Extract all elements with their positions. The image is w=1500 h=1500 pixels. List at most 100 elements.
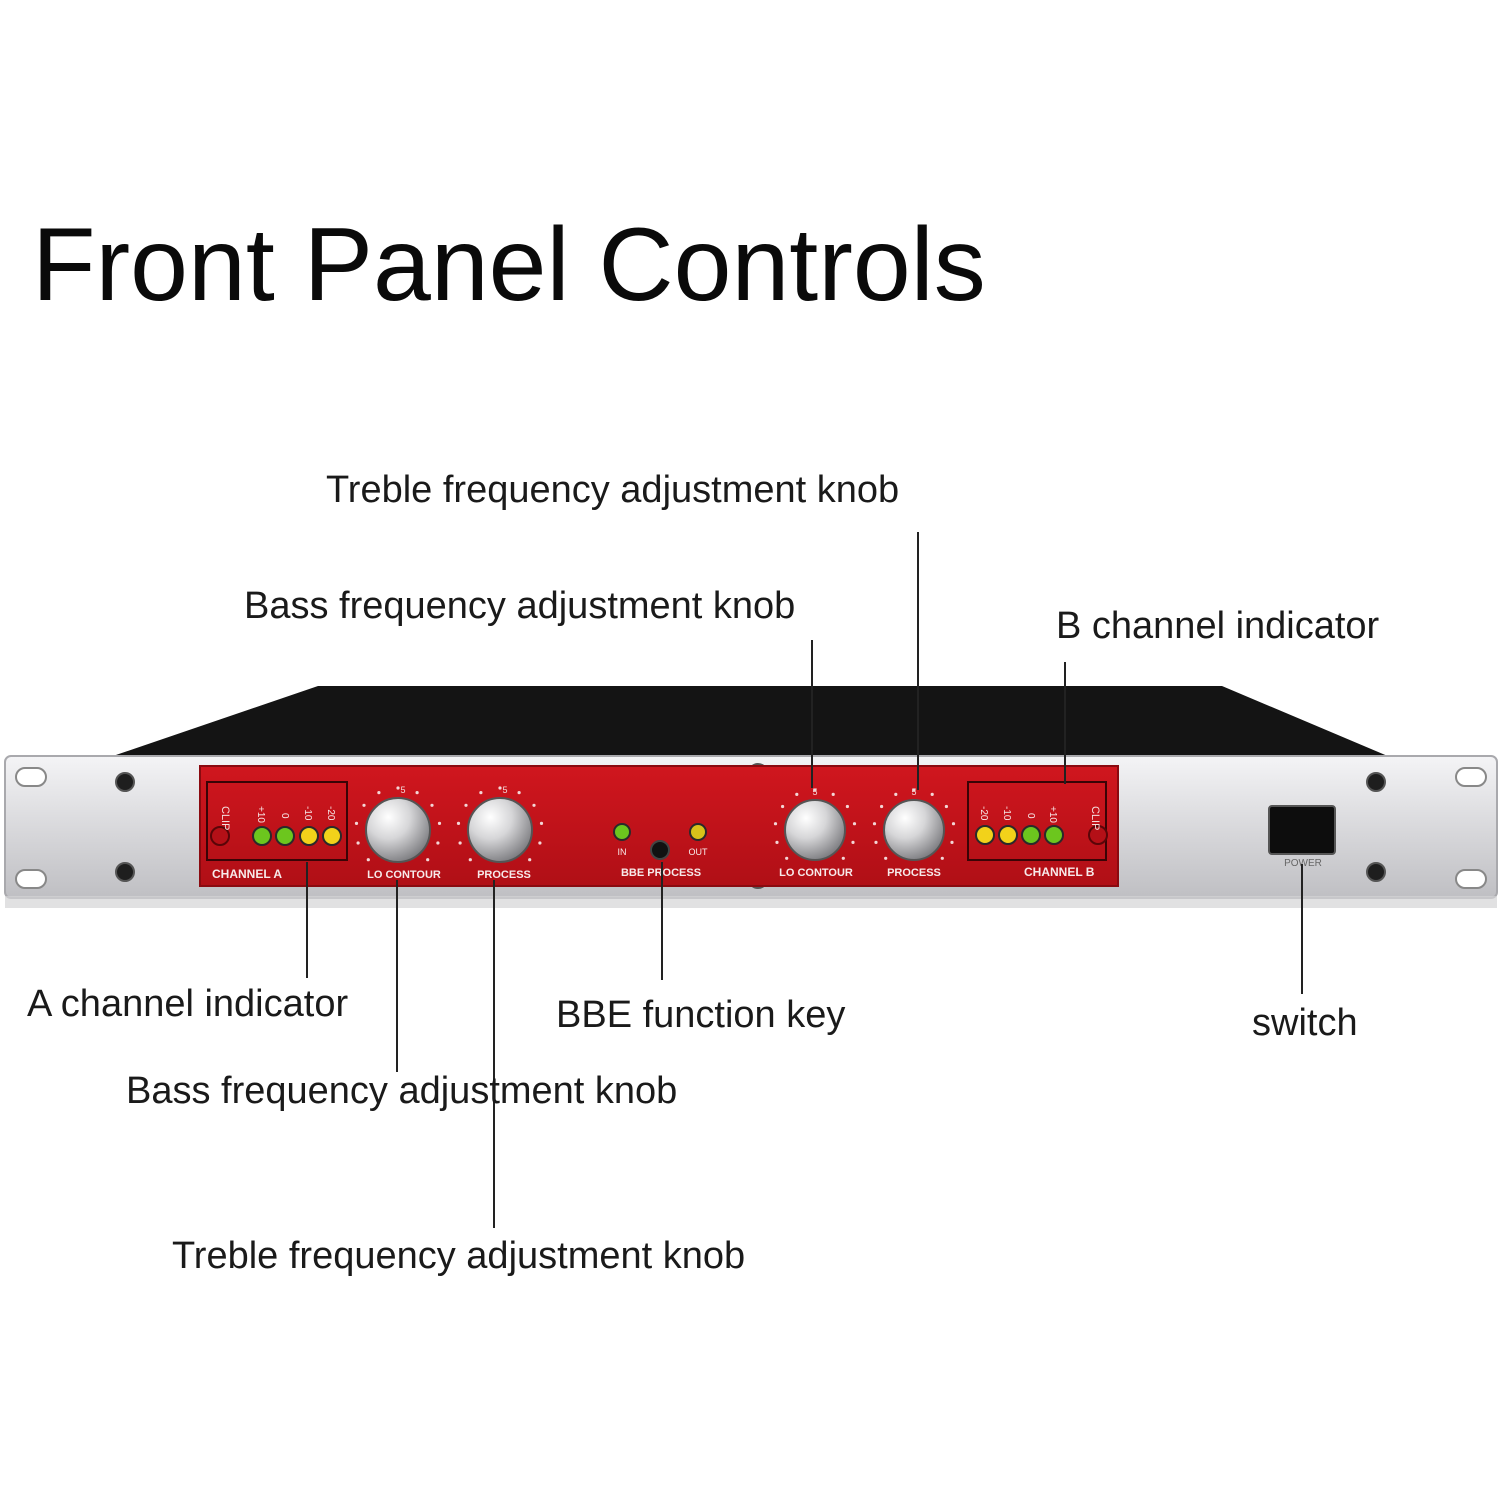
knob-tick-dot xyxy=(396,786,400,790)
bbe-out-led xyxy=(689,823,707,841)
callout-switch: switch xyxy=(1252,1002,1358,1044)
channel-b-led-plus10 xyxy=(1044,825,1064,845)
channel-b-process-knob[interactable] xyxy=(883,799,945,861)
channel-a-clip-label: CLIP xyxy=(219,806,231,830)
chassis-lid xyxy=(110,686,1390,757)
knob-scale-ticks xyxy=(354,786,956,862)
channel-b-clip-label: CLIP xyxy=(1089,806,1101,830)
channel-a-lo-contour-top-mark: 5 xyxy=(400,785,405,795)
callout-b-channel-indicator: B channel indicator xyxy=(1056,605,1380,647)
bbe-in-led xyxy=(613,823,631,841)
leader-a-channel xyxy=(306,862,308,978)
knob-tick-dot xyxy=(479,791,483,795)
knob-tick-dot xyxy=(464,803,468,807)
rack-slot-left-top xyxy=(15,767,47,787)
knob-tick-dot xyxy=(894,792,898,797)
knob-tick-dot xyxy=(377,791,381,795)
channel-b-led-0 xyxy=(1021,825,1041,845)
rack-slot-left-bottom xyxy=(15,869,47,889)
knob-tick-dot xyxy=(912,788,916,792)
channel-a-lo-contour-knob[interactable] xyxy=(365,797,431,863)
channel-a-meter-label-1: +10 xyxy=(255,806,266,823)
leader-bass-top xyxy=(811,640,813,788)
channel-b-meter-label-1: -20 xyxy=(978,806,989,821)
leader-switch xyxy=(1301,864,1303,994)
page-title: Front Panel Controls xyxy=(32,207,986,323)
channel-b-meter-label-3: 0 xyxy=(1025,813,1036,819)
knob-tick-dot xyxy=(362,803,366,807)
leader-bass-bottom xyxy=(396,880,398,1072)
channel-b-lo-contour-top-mark: 5 xyxy=(812,787,817,797)
channel-a-lo-contour-label: LO CONTOUR xyxy=(367,869,441,881)
channel-b-meter-label-2: -10 xyxy=(1001,806,1012,821)
channel-b-label: CHANNEL B xyxy=(1024,865,1095,879)
knob-tick-dot xyxy=(430,803,434,807)
knob-tick-dot xyxy=(468,858,472,862)
knob-tick-dot xyxy=(880,804,884,809)
channel-b-lo-contour-knob[interactable] xyxy=(784,799,846,861)
channel-b-clip-led xyxy=(1088,825,1108,845)
channel-b-process-top-mark: 5 xyxy=(911,787,916,797)
knob-tick-dot xyxy=(456,821,461,826)
channel-a-label: CHANNEL A xyxy=(212,867,282,881)
channel-a-process-top-mark: 5 xyxy=(502,785,507,795)
knob-tick-dot xyxy=(773,822,778,826)
channel-b-led-minus10 xyxy=(998,825,1018,845)
knob-tick-dot xyxy=(539,821,544,826)
knob-tick-dot xyxy=(356,841,360,845)
knob-tick-dot xyxy=(498,786,502,790)
channel-b-meter-leds xyxy=(975,825,1064,845)
knob-tick-dot xyxy=(845,804,850,809)
knob-tick-dot xyxy=(458,841,462,845)
knob-tick-dot xyxy=(795,792,799,797)
knob-tick-dot xyxy=(852,822,857,826)
knob-tick-dot xyxy=(831,792,835,797)
channel-a-box xyxy=(206,781,348,861)
knob-tick-dot xyxy=(354,821,359,826)
leader-bbe xyxy=(661,862,663,980)
knob-tick-dot xyxy=(872,822,877,826)
knob-tick-dot xyxy=(940,856,944,860)
knob-tick-dot xyxy=(775,840,779,845)
knob-tick-dot xyxy=(930,792,934,797)
knob-tick-dot xyxy=(851,840,855,845)
channel-a-meter-leds xyxy=(252,826,342,846)
channel-a-meter-label-2: 0 xyxy=(279,813,290,819)
channel-b-box xyxy=(967,781,1107,861)
bbe-in-label: IN xyxy=(618,847,627,857)
channel-a-led-minus20 xyxy=(322,826,342,846)
knob-tick-dot xyxy=(841,856,845,860)
callout-bass-knob-bottom: Bass frequency adjustment knob xyxy=(126,1070,678,1112)
channel-a-led-plus10 xyxy=(252,826,272,846)
channel-b-process-label: PROCESS xyxy=(887,867,941,879)
channel-a-clip-led xyxy=(210,826,230,846)
knob-tick-dot xyxy=(874,840,878,845)
channel-a-process-label: PROCESS xyxy=(477,869,531,881)
bbe-out-label: OUT xyxy=(689,847,709,857)
knob-tick-dot xyxy=(884,856,888,860)
knob-tick-dot xyxy=(366,858,370,862)
callout-bass-knob-top: Bass frequency adjustment knob xyxy=(244,585,796,627)
red-faceplate xyxy=(199,765,1119,887)
channel-a-led-minus10 xyxy=(299,826,319,846)
channel-a-process-knob[interactable] xyxy=(467,797,533,863)
knob-tick-dot xyxy=(415,791,419,795)
bbe-function-button[interactable] xyxy=(650,840,670,860)
knob-tick-dot xyxy=(437,821,442,826)
channel-a-led-0 xyxy=(275,826,295,846)
power-switch[interactable] xyxy=(1268,805,1336,855)
leader-b-channel xyxy=(1064,662,1066,784)
knob-tick-dot xyxy=(950,840,954,845)
leader-treble-top xyxy=(917,532,919,790)
channel-b-led-minus20 xyxy=(975,825,995,845)
knob-tick-dot xyxy=(532,803,536,807)
rack-slot-right-bottom xyxy=(1455,869,1487,889)
knob-tick-dot xyxy=(426,858,430,862)
knob-tick-dot xyxy=(538,841,542,845)
knob-tick-dot xyxy=(517,791,521,795)
knob-tick-dot xyxy=(951,822,956,826)
rack-slot-right-top xyxy=(1455,767,1487,787)
callout-treble-knob-bottom: Treble frequency adjustment knob xyxy=(172,1235,746,1277)
